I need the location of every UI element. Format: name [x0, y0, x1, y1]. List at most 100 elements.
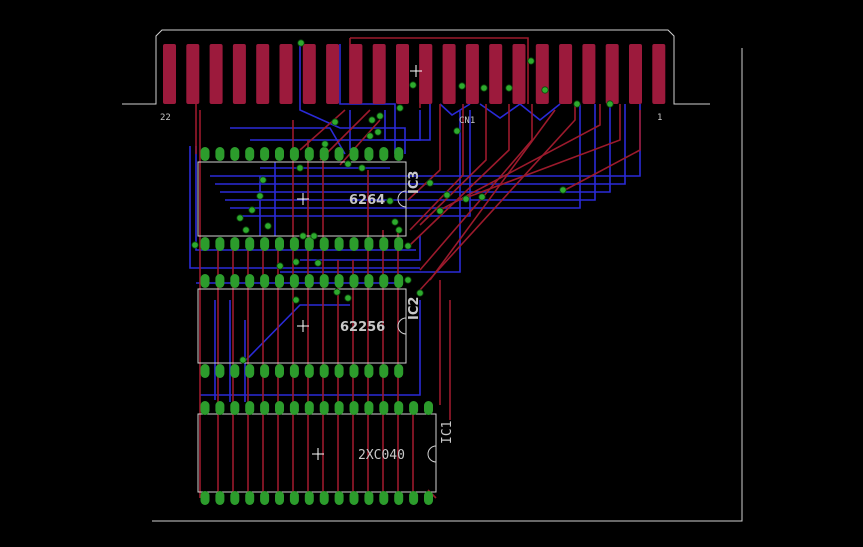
top-trace [409, 104, 510, 246]
ic-pad [349, 274, 359, 288]
origin-cross-markers [297, 65, 422, 460]
connector-finger [349, 44, 363, 104]
ic-pad [319, 401, 329, 415]
via [527, 57, 535, 65]
via [505, 84, 513, 92]
via [480, 84, 488, 92]
connector-finger [232, 44, 246, 104]
ic-pad [304, 237, 314, 251]
ic-pad [334, 237, 344, 251]
ic-pad [379, 364, 389, 378]
ic-pad [215, 147, 225, 161]
via [248, 206, 256, 214]
via [386, 197, 394, 205]
via [331, 118, 339, 126]
ic-pad [349, 491, 359, 505]
connector-finger [629, 44, 642, 104]
connector-ref-label: CN1 [459, 116, 475, 126]
ic-pad [215, 364, 225, 378]
chip-ic2 [197, 288, 407, 364]
ic-pad [394, 491, 404, 505]
ic-pad [245, 364, 255, 378]
ic-pad [304, 364, 314, 378]
via [478, 193, 486, 201]
ic1-value-label: 2XC040 [358, 448, 405, 463]
ic-pad [275, 147, 284, 161]
connector-finger [163, 44, 176, 104]
ic-pad [364, 491, 374, 505]
ic-pad [215, 491, 225, 505]
via [416, 289, 424, 297]
ic-pad [379, 274, 389, 288]
ic-pad [275, 237, 284, 251]
ic-pad [289, 491, 299, 505]
ic-pad [319, 147, 329, 161]
ic-pad [334, 401, 344, 415]
ic-pad [230, 364, 240, 378]
ic-pad [230, 147, 240, 161]
via [333, 288, 341, 296]
connector-finger [396, 44, 409, 104]
connector-pin-last-label: 1 [657, 113, 662, 123]
ic-pad [394, 237, 404, 251]
connector-finger [442, 44, 456, 104]
ic-pad [289, 147, 299, 161]
top-trace [419, 104, 576, 291]
bottom-trace [339, 44, 396, 154]
bottom-trace [299, 44, 406, 154]
via [559, 186, 567, 194]
via [276, 262, 284, 270]
top-trace [459, 104, 621, 201]
connector-finger [465, 44, 479, 104]
via [366, 132, 374, 140]
ic-pad [230, 491, 240, 505]
ic-pad [230, 237, 240, 251]
ic-pad [260, 147, 270, 161]
ic-pad [379, 491, 389, 505]
ic-pad [230, 401, 240, 415]
ic-pad [275, 274, 284, 288]
ic-pad [334, 274, 344, 288]
via [404, 276, 412, 284]
via [458, 82, 466, 90]
via [191, 241, 199, 249]
ic-pad [200, 364, 210, 378]
ic-pad [200, 237, 210, 251]
via [310, 232, 318, 240]
connector-finger [512, 44, 526, 104]
ic-pad [304, 491, 314, 505]
bottom-trace [225, 104, 596, 201]
via [314, 259, 322, 267]
via [541, 86, 549, 94]
ic-pad [275, 401, 284, 415]
via [368, 116, 376, 124]
board-outline [122, 29, 743, 522]
ic-pad [349, 401, 359, 415]
ic-pad [260, 401, 270, 415]
ic-pad [289, 364, 299, 378]
ic-pad [364, 237, 374, 251]
ic-pad [200, 491, 210, 505]
bottom-trace [215, 104, 626, 185]
connector-finger [489, 44, 503, 104]
ic-pad [200, 401, 210, 415]
top-trace [339, 119, 381, 166]
via [264, 222, 272, 230]
ic-pad [319, 364, 329, 378]
ic-pad [424, 491, 433, 505]
via [573, 100, 581, 108]
ic-pad [379, 401, 389, 415]
ic-pad [424, 401, 433, 415]
via [299, 232, 307, 240]
connector-finger [419, 44, 433, 104]
via [426, 179, 434, 187]
bottom-trace [220, 104, 611, 193]
ic-pad [349, 237, 359, 251]
ic-pad [245, 491, 255, 505]
via [404, 242, 412, 250]
connector-finger [256, 44, 270, 104]
ic-pad [364, 147, 374, 161]
bottom-trace [230, 104, 581, 209]
via [606, 100, 614, 108]
top-trace [419, 104, 487, 226]
